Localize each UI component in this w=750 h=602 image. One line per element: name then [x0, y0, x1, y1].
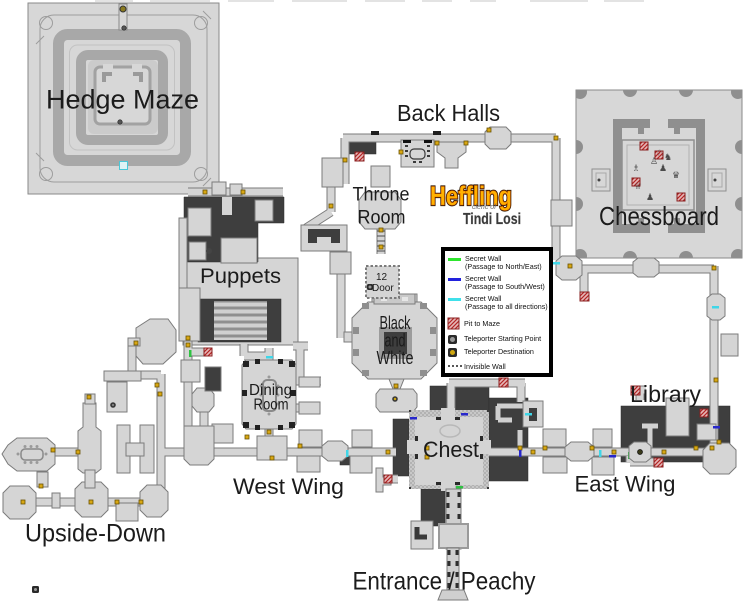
svg-text:Dining: Dining: [249, 382, 292, 399]
svg-text:Secret Wall: Secret Wall: [465, 274, 502, 283]
svg-text:Throne: Throne: [353, 185, 410, 206]
svg-text:East Wing: East Wing: [575, 472, 676, 497]
svg-text:♟: ♟: [659, 163, 667, 173]
svg-text:Upside-Down: Upside-Down: [25, 520, 166, 548]
svg-text:Room: Room: [358, 208, 406, 229]
svg-text:Chest: Chest: [423, 437, 479, 462]
svg-text:West Wing: West Wing: [233, 474, 344, 499]
svg-text:♛: ♛: [672, 170, 680, 180]
svg-text:♙: ♙: [650, 156, 658, 166]
svg-text:Puppets: Puppets: [200, 264, 281, 288]
svg-text:♞: ♞: [664, 152, 672, 162]
svg-text:and: and: [385, 331, 406, 351]
svg-text:Room: Room: [254, 397, 289, 414]
svg-text:Pit to Maze: Pit to Maze: [464, 319, 500, 328]
svg-text:(Passage to all directions): (Passage to all directions): [465, 302, 548, 311]
svg-text:Black: Black: [380, 313, 412, 333]
svg-text:Tindi Losi: Tindi Losi: [463, 211, 521, 228]
svg-text:♟: ♟: [646, 192, 654, 202]
svg-text:(Passage to North/East): (Passage to North/East): [465, 262, 542, 271]
svg-text:Door: Door: [372, 283, 394, 294]
svg-text:Back Halls: Back Halls: [397, 100, 500, 126]
svg-text:Library: Library: [630, 381, 701, 407]
svg-text:Entrance / Peachy: Entrance / Peachy: [353, 568, 536, 596]
svg-text:Hedge Maze: Hedge Maze: [46, 85, 199, 115]
svg-text:12: 12: [376, 272, 388, 283]
svg-text:Invisible Wall: Invisible Wall: [464, 362, 506, 371]
svg-text:cleric of: cleric of: [472, 204, 497, 211]
svg-text:Chessboard: Chessboard: [599, 201, 719, 231]
svg-text:(Passage to South/West): (Passage to South/West): [465, 282, 545, 291]
svg-text:♘: ♘: [656, 148, 664, 158]
svg-text:Teleporter Starting Point: Teleporter Starting Point: [464, 334, 541, 343]
svg-text:Heffling: Heffling: [430, 181, 512, 211]
svg-text:Secret Wall: Secret Wall: [465, 254, 502, 263]
svg-text:♗: ♗: [632, 163, 640, 173]
svg-text:Heffling: Heffling: [430, 181, 512, 211]
svg-text:Secret Wall: Secret Wall: [465, 294, 502, 303]
svg-text:Teleporter Destination: Teleporter Destination: [464, 347, 534, 356]
svg-text:♕: ♕: [634, 181, 642, 191]
svg-text:White: White: [377, 348, 414, 368]
